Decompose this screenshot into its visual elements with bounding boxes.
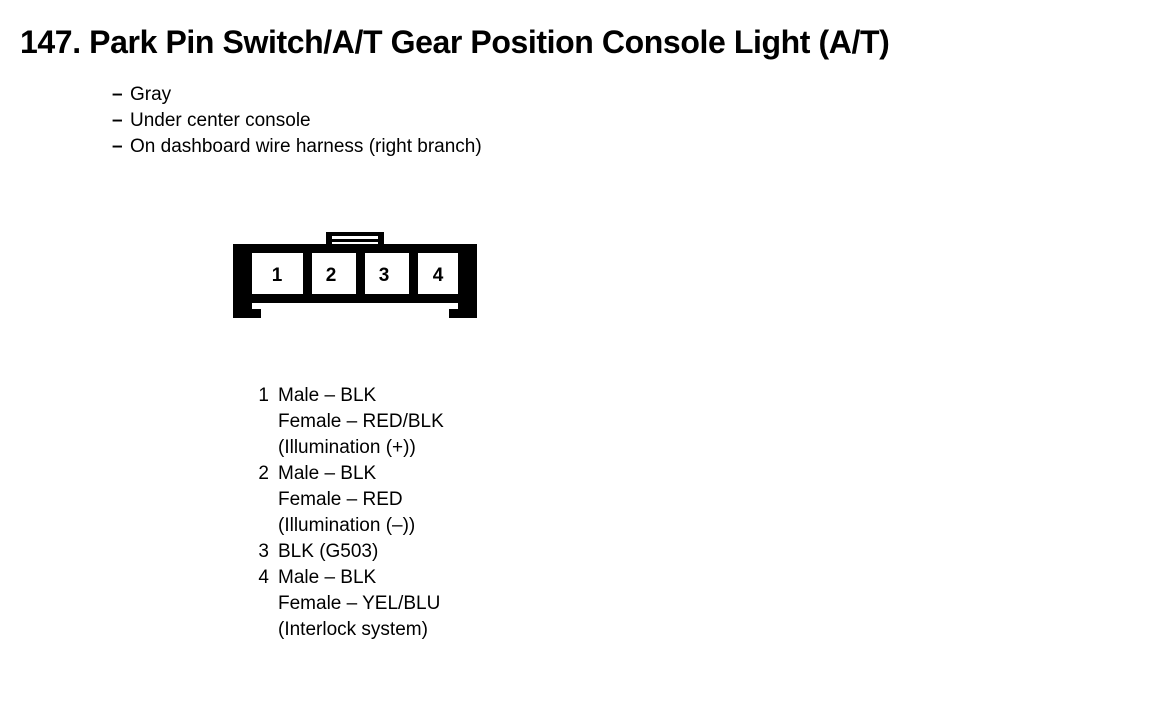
pin-number: 4 (258, 567, 269, 588)
pin-line: (Illumination (–)) (278, 515, 416, 536)
attribute-text: Under center console (130, 110, 311, 131)
pin-description: Male – BLK Female – RED (Illumination (–… (278, 461, 444, 539)
locking-tab-icon (326, 232, 384, 247)
page-title: 147. Park Pin Switch/A/T Gear Position C… (20, 24, 890, 60)
connector-bottom-rail (243, 294, 467, 303)
list-item: –On dashboard wire harness (right branch… (112, 134, 482, 160)
cavity-divider (409, 253, 418, 294)
cavity-number-2: 2 (326, 265, 337, 286)
cavity-divider (303, 253, 312, 294)
cavity-divider (356, 253, 365, 294)
pin-line: Male – BLK (278, 567, 377, 588)
pin-description: Male – BLK Female – RED/BLK (Illuminatio… (278, 383, 444, 461)
pin-line: (Interlock system) (278, 619, 428, 640)
cavity-number-3: 3 (379, 265, 390, 286)
pin-line: Male – BLK (278, 463, 377, 484)
cavity-number-4: 4 (433, 265, 444, 286)
list-item: 4 Male – BLK Female – YEL/BLU (Interlock… (245, 565, 444, 643)
connector-attribute-list: –Gray –Under center console –On dashboar… (112, 82, 482, 160)
cavity-number-1: 1 (272, 265, 283, 286)
pin-legend: 1 Male – BLK Female – RED/BLK (Illuminat… (245, 383, 444, 643)
connector-diagram: 1 2 3 4 (233, 232, 477, 318)
pin-number: 1 (258, 385, 269, 406)
pin-line: (Illumination (+)) (278, 437, 416, 458)
list-item: 1 Male – BLK Female – RED/BLK (Illuminat… (245, 383, 444, 461)
dash-bullet-icon: – (112, 136, 123, 157)
connector-outline-svg: 1 2 3 4 (233, 232, 477, 318)
pin-line: BLK (G503) (278, 541, 379, 562)
pin-line: Female – RED/BLK (278, 411, 444, 432)
dash-bullet-icon: – (112, 110, 123, 131)
pin-description: BLK (G503) (278, 539, 444, 565)
attribute-text: Gray (130, 84, 172, 105)
list-item: 2 Male – BLK Female – RED (Illumination … (245, 461, 444, 539)
pin-number: 3 (258, 541, 269, 562)
list-item: –Under center console (112, 108, 482, 134)
pin-description: Male – BLK Female – YEL/BLU (Interlock s… (278, 565, 444, 643)
dash-bullet-icon: – (112, 84, 123, 105)
attribute-text: On dashboard wire harness (right branch) (130, 136, 482, 157)
pin-line: Female – YEL/BLU (278, 593, 441, 614)
pin-number: 2 (258, 463, 269, 484)
pin-line: Male – BLK (278, 385, 377, 406)
pin-line: Female – RED (278, 489, 403, 510)
connector-right-wall (449, 244, 477, 318)
list-item: 3 BLK (G503) (245, 539, 444, 565)
list-item: –Gray (112, 82, 482, 108)
connector-left-wall (233, 244, 261, 318)
connector-top-rail (233, 244, 477, 253)
